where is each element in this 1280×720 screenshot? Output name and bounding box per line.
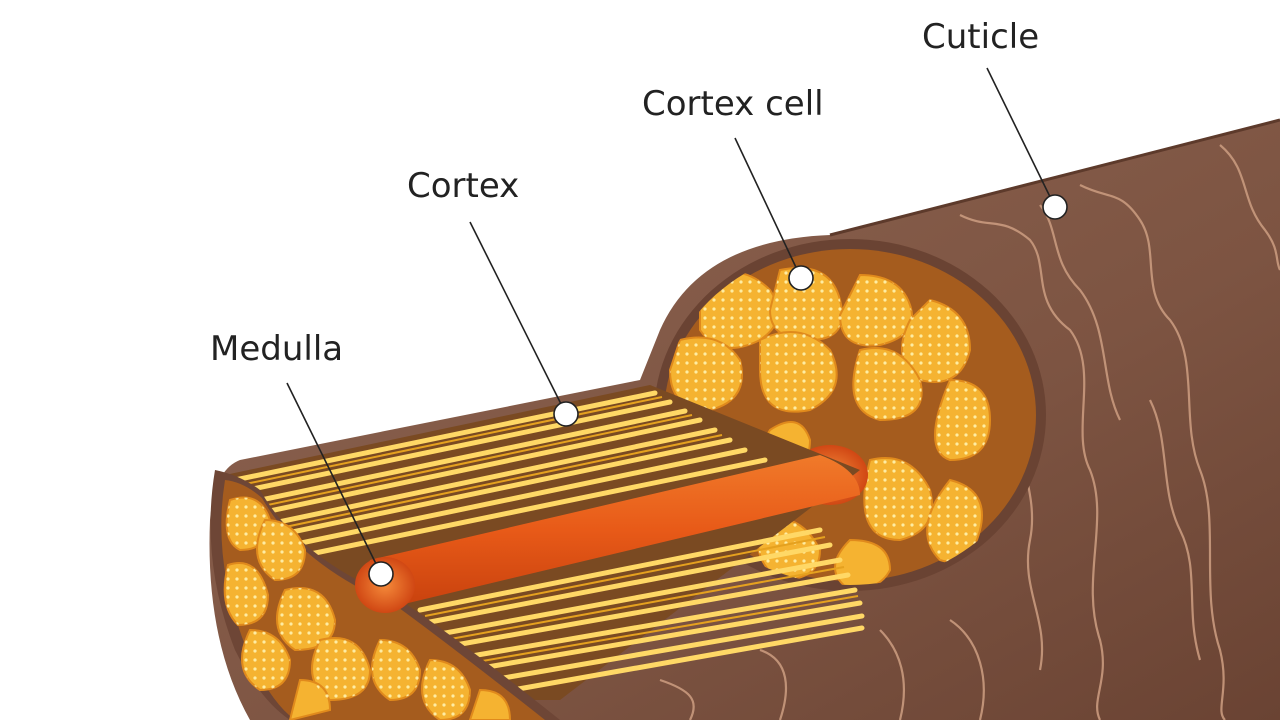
label-cortex: Cortex [407, 166, 519, 206]
leader-medulla [286, 382, 394, 587]
medulla-marker [368, 561, 394, 587]
label-cuticle: Cuticle [922, 17, 1039, 57]
leader-cortex-cell [734, 137, 814, 291]
medulla-channel [368, 455, 860, 605]
leader-cuticle [986, 67, 1068, 220]
label-medulla: Medulla [210, 329, 343, 369]
cuticle-marker [1042, 194, 1068, 220]
cortex-marker [553, 401, 579, 427]
cortex-cell-marker [788, 265, 814, 291]
cuticle-scale-lines [659, 144, 1280, 720]
label-cortex-cell: Cortex cell [642, 84, 824, 124]
leader-cortex [469, 221, 579, 427]
